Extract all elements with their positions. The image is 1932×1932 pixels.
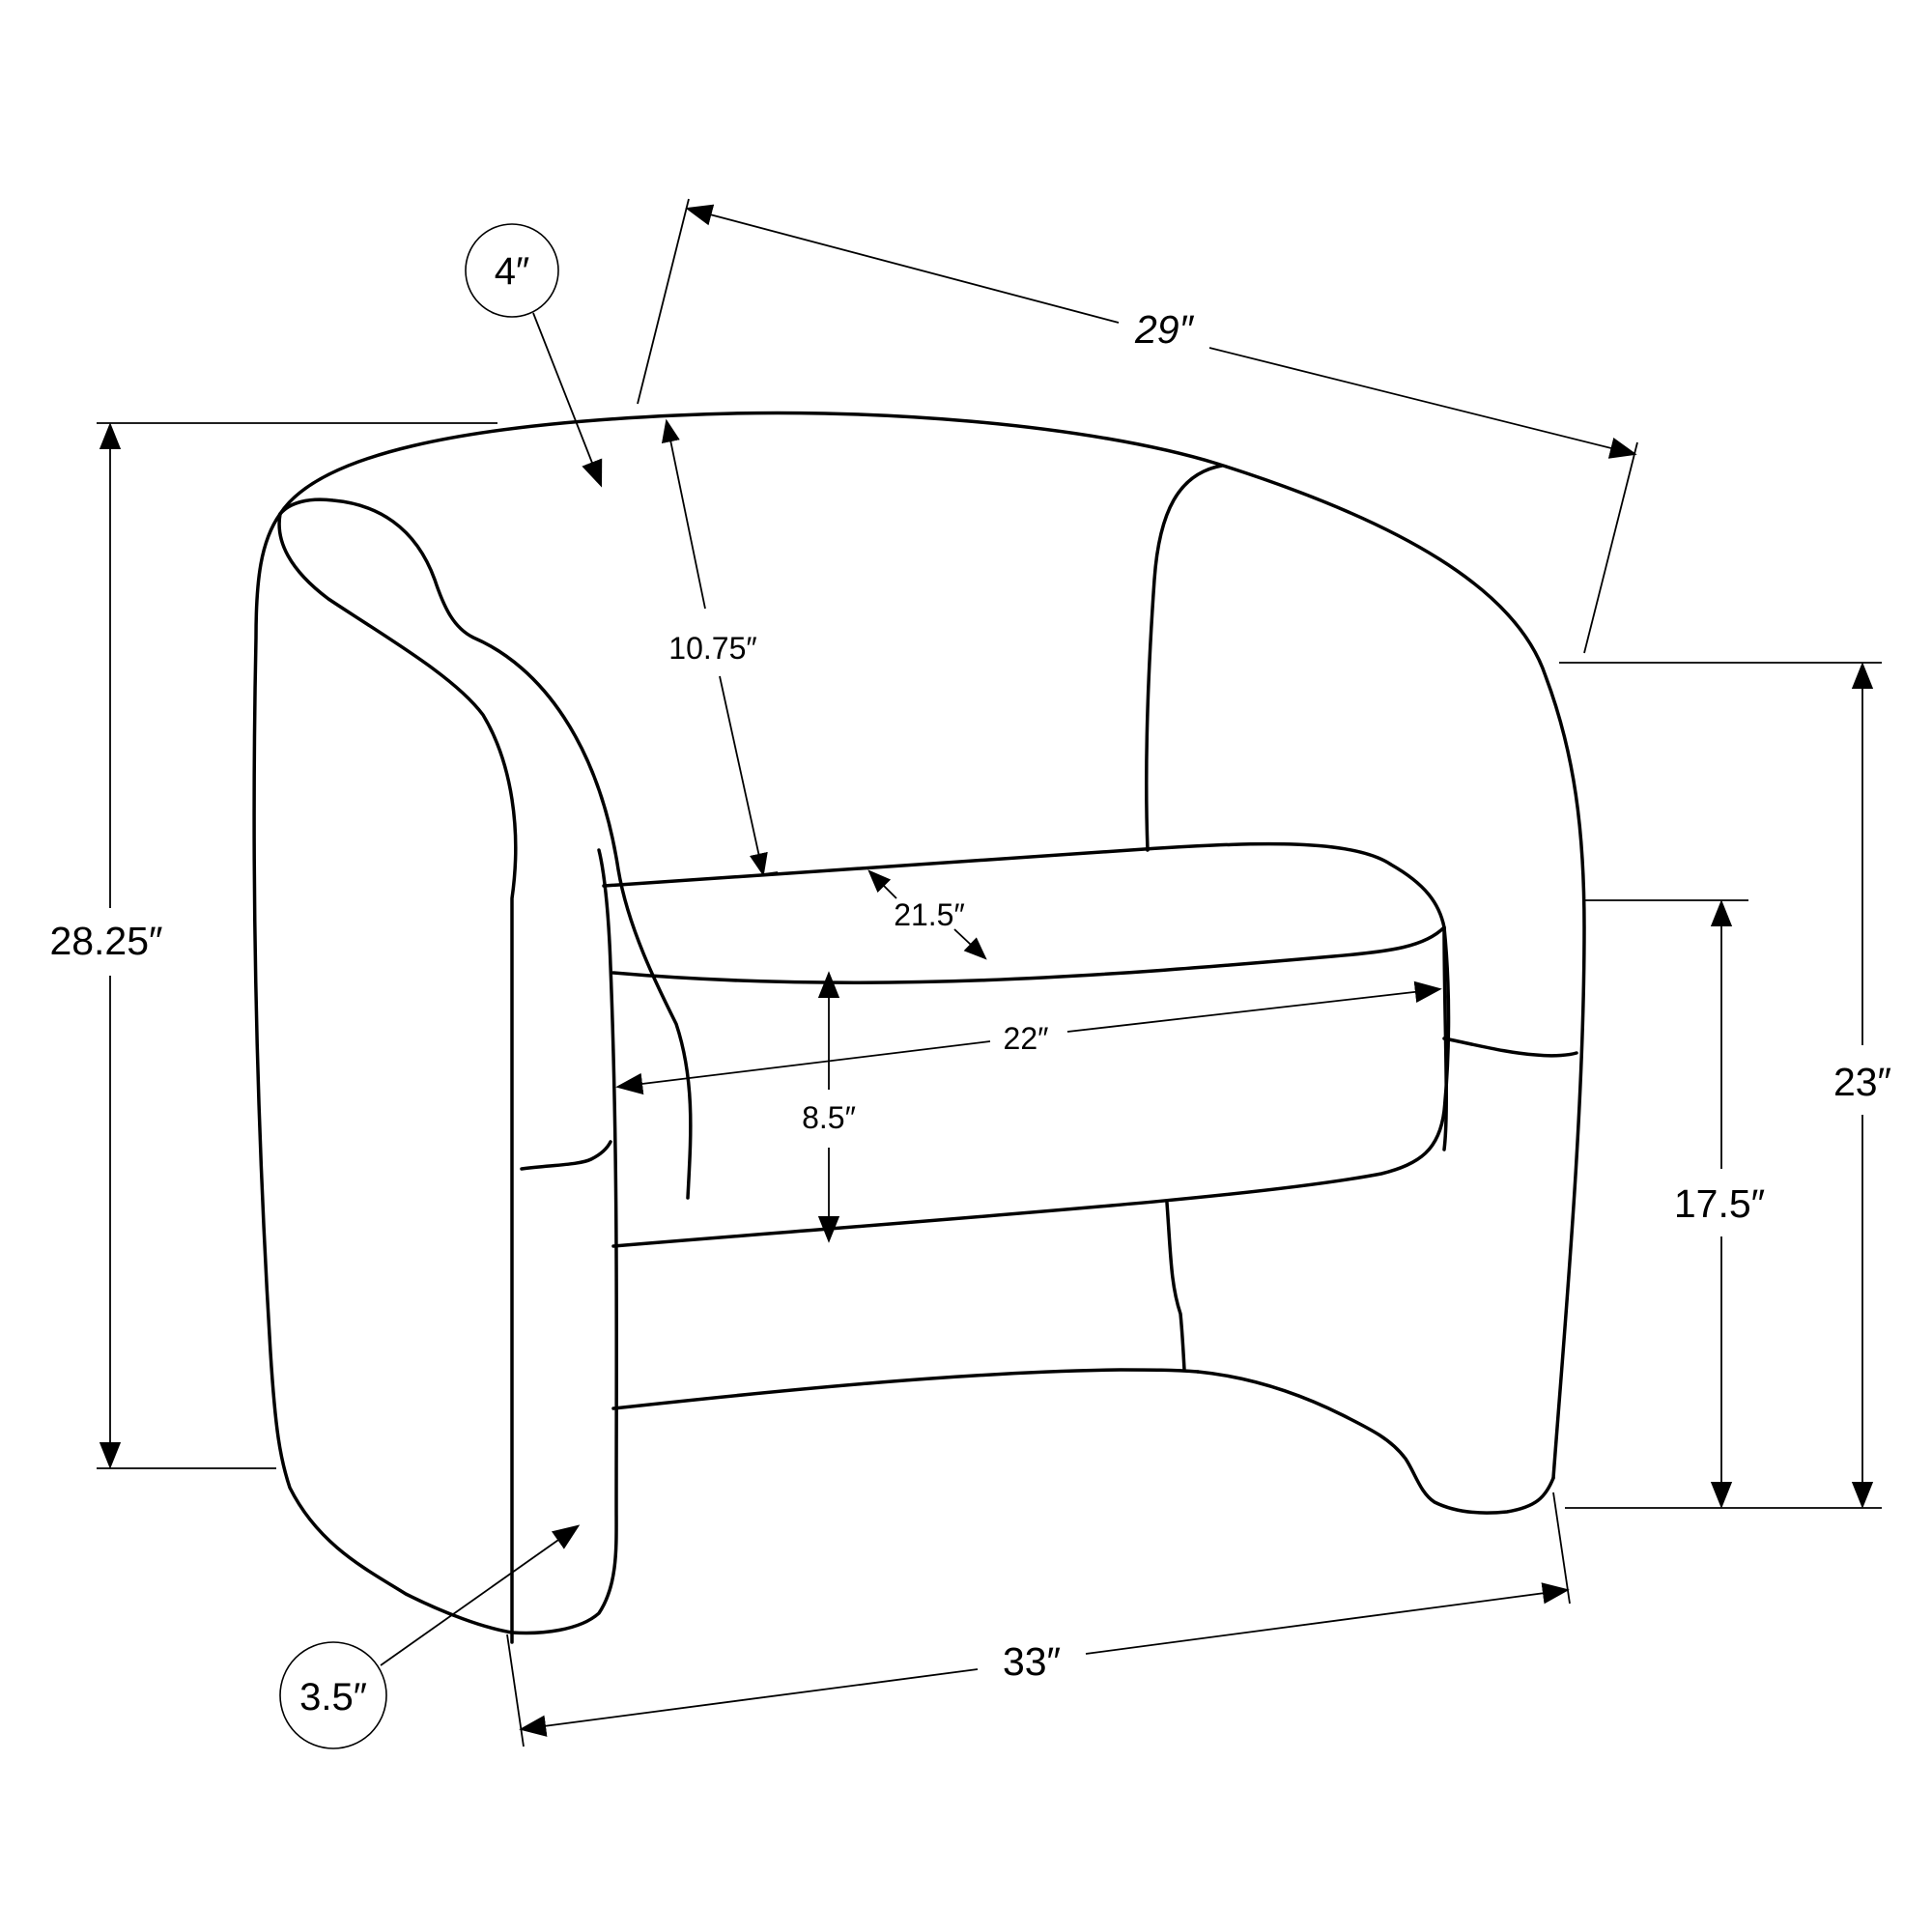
chair-back-top-edge bbox=[278, 411, 1586, 1480]
dimension-lines: 29″ 28.25″ 10.75″ 21.5″ 22″ 8.5″ 23″ bbox=[49, 198, 1891, 1749]
left-arm-inner-edge bbox=[277, 512, 518, 1644]
back-height-line-a bbox=[661, 418, 706, 610]
seat-cushion-top bbox=[602, 841, 1446, 985]
right-arm-inner-lower bbox=[1165, 1201, 1186, 1372]
back-thickness-label: 4″ bbox=[495, 250, 529, 293]
left-arm-front bbox=[510, 848, 618, 1635]
overall-height-label: 28.25″ bbox=[49, 919, 162, 963]
seat-thickness-label: 8.5″ bbox=[802, 1100, 856, 1135]
arm-thickness-label: 3.5″ bbox=[299, 1676, 367, 1719]
seat-width-line-a bbox=[615, 1040, 991, 1095]
back-thickness-callout bbox=[465, 223, 559, 318]
depth-line-b bbox=[1208, 347, 1637, 459]
seat-depth-label: 21.5″ bbox=[894, 897, 965, 932]
seat-depth-line-a bbox=[867, 869, 897, 899]
left-arm-roll bbox=[278, 497, 693, 1200]
left-arm-outer-side bbox=[252, 512, 514, 1634]
extension-line-width-right bbox=[1552, 1492, 1571, 1605]
right-foot bbox=[1196, 1370, 1555, 1515]
arm-height-label: 23″ bbox=[1833, 1060, 1891, 1104]
seat-cushion-front bbox=[611, 925, 1451, 1248]
back-height-line-b bbox=[719, 675, 768, 877]
arm-thickness-leader bbox=[380, 1524, 581, 1666]
right-inner-back bbox=[1145, 464, 1224, 852]
seat-width-line-b bbox=[1066, 980, 1442, 1033]
front-rail-bottom bbox=[611, 1368, 1200, 1410]
depth-label: 29″ bbox=[1134, 307, 1195, 352]
left-arm-seam bbox=[520, 1140, 612, 1171]
arm-thickness-callout bbox=[279, 1641, 387, 1749]
width-line-b bbox=[1085, 1582, 1570, 1655]
extension-line-depth-right bbox=[1583, 441, 1638, 654]
width-label: 33″ bbox=[1003, 1639, 1061, 1684]
right-arm-seam bbox=[1442, 1037, 1578, 1058]
seat-height-label: 17.5″ bbox=[1674, 1181, 1765, 1226]
right-arm-front bbox=[1442, 925, 1448, 1151]
back-height-label: 10.75″ bbox=[668, 631, 756, 666]
chair-outline bbox=[252, 411, 1586, 1644]
depth-line-a bbox=[685, 204, 1120, 324]
seat-width-label: 22″ bbox=[1004, 1021, 1049, 1056]
width-line-a bbox=[519, 1668, 979, 1737]
seat-depth-line-b bbox=[953, 928, 987, 960]
back-thickness-leader bbox=[532, 312, 603, 488]
extension-line-depth-left bbox=[637, 198, 690, 405]
extension-line-width-left bbox=[506, 1634, 525, 1747]
back-height-tick bbox=[762, 871, 779, 875]
